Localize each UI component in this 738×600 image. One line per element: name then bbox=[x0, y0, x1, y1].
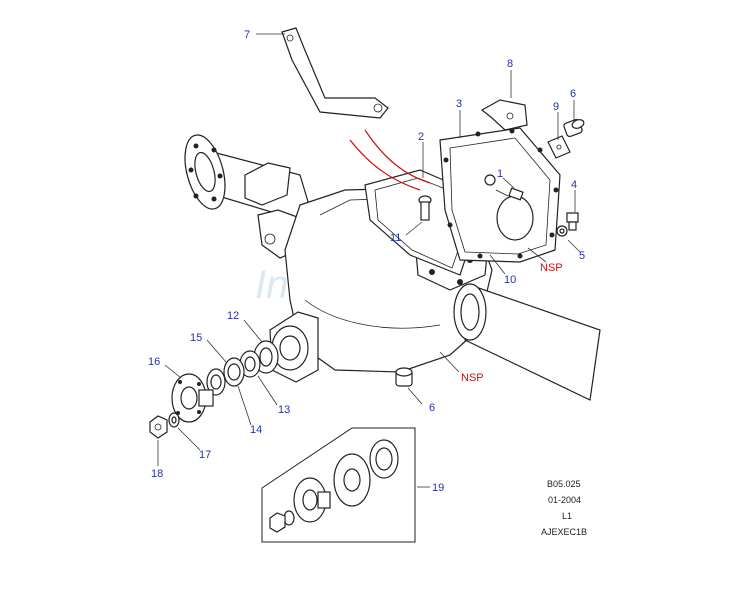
kit-box-19 bbox=[261, 427, 416, 543]
callout-4: 4 bbox=[571, 179, 577, 191]
callout-6-lower: 6 bbox=[429, 402, 435, 414]
callout-1: 1 bbox=[497, 168, 503, 180]
plug-6-lower bbox=[395, 367, 413, 387]
bracket-7 bbox=[281, 27, 389, 119]
spacer-14 bbox=[223, 357, 245, 387]
callout-3: 3 bbox=[456, 98, 462, 110]
callout-12: 12 bbox=[227, 310, 239, 322]
clip-8 bbox=[480, 99, 528, 131]
washer-17 bbox=[168, 412, 180, 428]
callout-13: 13 bbox=[278, 404, 290, 416]
axle-tube-left bbox=[184, 134, 316, 259]
kit-flange bbox=[293, 477, 331, 523]
kit-deflector bbox=[333, 453, 371, 507]
callout-15: 15 bbox=[190, 332, 202, 344]
callout-11: 11 bbox=[390, 232, 401, 244]
bolt-4 bbox=[566, 212, 579, 231]
plate-9 bbox=[547, 135, 571, 159]
callout-2: 2 bbox=[418, 131, 424, 143]
callout-9: 9 bbox=[553, 101, 559, 113]
reference-part-code: AJEXEC1B bbox=[541, 527, 587, 537]
kit-seal bbox=[369, 439, 399, 479]
plug-6-upper bbox=[563, 118, 585, 138]
kit-nut bbox=[269, 512, 286, 533]
rear-cover bbox=[439, 127, 561, 263]
callout-14: 14 bbox=[250, 424, 262, 436]
reference-code: B05.025 bbox=[547, 479, 581, 489]
cable-line-2 bbox=[364, 129, 431, 184]
callout-18: 18 bbox=[151, 468, 163, 480]
callout-7: 7 bbox=[244, 29, 250, 41]
callout-5: 5 bbox=[579, 250, 585, 262]
callout-10: 10 bbox=[504, 274, 516, 286]
callout-8: 8 bbox=[507, 58, 513, 70]
cable-line-1 bbox=[349, 139, 421, 191]
bolt-11 bbox=[418, 195, 432, 221]
bolt-1 bbox=[495, 187, 524, 201]
callout-16: 16 bbox=[148, 356, 160, 368]
reference-date: 01-2004 bbox=[548, 495, 581, 505]
callout-6-upper: 6 bbox=[570, 88, 576, 100]
nsp-label-lower: NSP bbox=[461, 372, 484, 384]
callout-17: 17 bbox=[199, 449, 211, 461]
reference-level: L1 bbox=[562, 511, 572, 521]
leader-lines bbox=[157, 33, 581, 488]
nsp-label-upper: NSP bbox=[540, 262, 563, 274]
washer-5 bbox=[556, 225, 568, 237]
deflector-15 bbox=[206, 368, 226, 396]
callout-19: 19 bbox=[432, 482, 444, 494]
nut-18 bbox=[149, 415, 168, 439]
axle-tube-right bbox=[453, 283, 601, 401]
pinion-flange-16 bbox=[171, 373, 214, 423]
